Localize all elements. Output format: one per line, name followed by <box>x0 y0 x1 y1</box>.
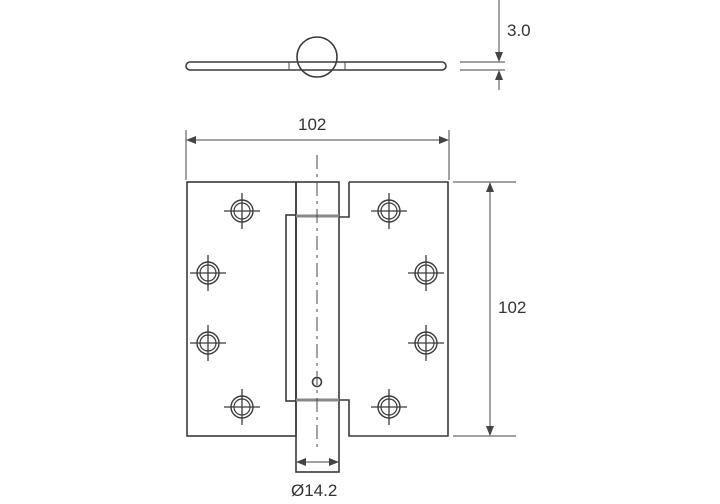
screw-hole-icon <box>408 255 444 291</box>
width-dimension: 102 <box>185 115 450 180</box>
spring-plate <box>285 214 297 402</box>
screw-hole-icon <box>190 255 226 291</box>
screw-holes <box>190 193 444 425</box>
screw-hole-icon <box>408 325 444 361</box>
screw-hole-icon <box>224 193 260 229</box>
diameter-dimension: Ø14.2 <box>291 458 339 500</box>
screw-hole-icon <box>190 325 226 361</box>
thickness-label: 3.0 <box>507 21 531 40</box>
front-view <box>186 155 449 473</box>
screw-hole-icon <box>371 389 407 425</box>
screw-hole-icon <box>224 389 260 425</box>
screw-hole-icon <box>371 193 407 229</box>
width-label: 102 <box>298 115 326 134</box>
top-view <box>185 36 447 78</box>
diameter-label: Ø14.2 <box>291 481 337 500</box>
height-label: 102 <box>498 298 526 317</box>
height-dimension: 102 <box>453 181 526 437</box>
thickness-dimension: 3.0 <box>460 0 531 90</box>
tension-hole <box>311 376 323 388</box>
right-leaf <box>339 181 449 437</box>
